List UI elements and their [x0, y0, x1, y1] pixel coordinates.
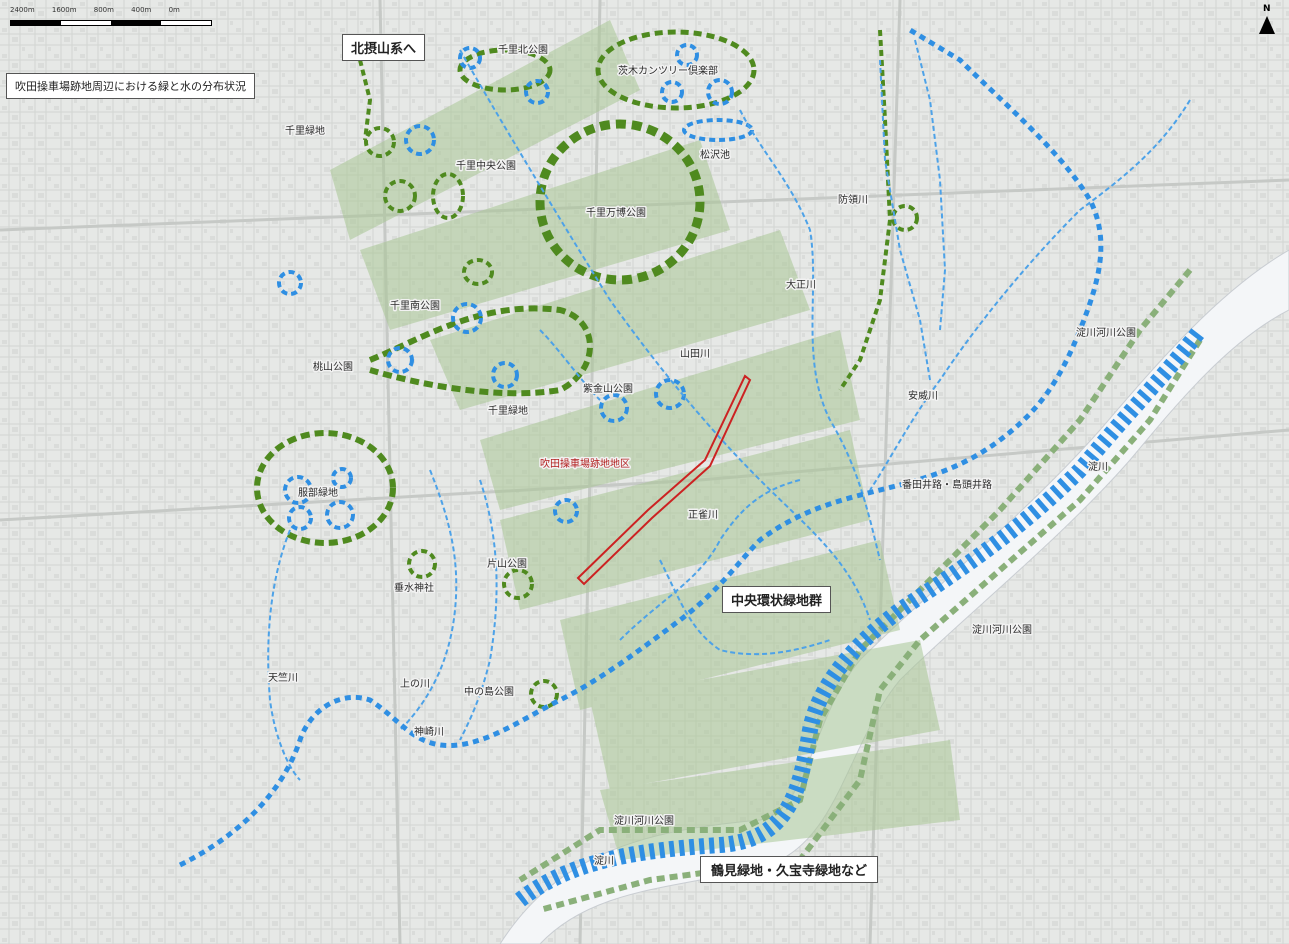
green-corridor — [838, 29, 893, 392]
stream — [879, 59, 931, 381]
green-ring — [457, 47, 553, 93]
callout-north-mountains: 北摂山系へ — [342, 34, 426, 61]
water-ring — [599, 393, 629, 423]
map-label: 服部緑地 — [298, 486, 338, 499]
stream — [739, 109, 881, 561]
streams — [267, 39, 1191, 781]
water-ring — [283, 475, 313, 505]
map-label: 天竺川 — [268, 671, 298, 684]
map-label: 中の島公園 — [464, 685, 514, 698]
map-label: 淀川河川公園 — [972, 623, 1032, 636]
stream — [619, 479, 801, 641]
water-rings — [277, 43, 754, 531]
site-outline — [576, 374, 752, 586]
water-ring — [451, 302, 483, 334]
scale-label: 0m — [168, 6, 180, 14]
map-label: 千里緑地 — [285, 124, 325, 137]
map-label: 千里南公園 — [390, 299, 440, 312]
water-ring — [553, 498, 579, 524]
map-label: 淀川河川公園 — [1076, 326, 1136, 339]
map-title: 吹田操車場跡地周辺における緑と水の分布状況 — [6, 73, 255, 99]
map-label: 千里中央公園 — [456, 159, 516, 172]
map-label: 淀川 — [594, 854, 614, 867]
scale-label: 1600m — [51, 6, 77, 14]
map-label: 垂水神社 — [394, 581, 434, 594]
water-ring — [287, 505, 313, 531]
water-ring — [706, 78, 734, 106]
water-ring — [524, 79, 550, 105]
callout-tsurumi: 鶴見緑地・久宝寺緑地など — [700, 856, 879, 883]
map-label: 神崎川 — [414, 725, 444, 738]
water-ring — [654, 378, 686, 410]
green-ring — [407, 549, 437, 579]
water-ring — [325, 500, 355, 530]
yodo-river — [515, 325, 1207, 907]
scale-label: 400m — [131, 6, 152, 14]
water-ring — [386, 346, 414, 374]
water-ring — [491, 361, 519, 389]
green-ring — [891, 204, 919, 232]
scale-label: 800m — [93, 6, 114, 14]
scale-bar — [10, 20, 212, 26]
green-belt — [430, 230, 810, 410]
stream — [459, 49, 871, 621]
green-ring — [254, 430, 396, 546]
map-label: 桃山公園 — [313, 360, 353, 373]
green-ring — [368, 305, 593, 397]
green-ring — [535, 119, 705, 285]
water-ring — [404, 124, 436, 156]
map-labels: 千里北公園 茨木カンツリー倶楽部 千里緑地 千里中央公園 松沢池 千里万博公園 … — [267, 43, 1138, 869]
map-label: 上の川 — [400, 678, 430, 690]
water-ring — [675, 43, 699, 67]
map-label: 松沢池 — [700, 148, 730, 161]
map-label: 淀川河川公園 — [614, 814, 674, 827]
water-ring — [277, 270, 303, 296]
north-arrow-icon: N — [1257, 4, 1277, 36]
map-label: 茨木カンツリー倶楽部 — [618, 64, 718, 77]
stream — [914, 39, 947, 331]
map-label: 千里北公園 — [498, 44, 548, 56]
north-triangle — [1259, 16, 1275, 34]
kanzaki-river — [178, 27, 1104, 868]
green-belt — [560, 540, 900, 710]
water-ring — [331, 467, 353, 489]
stream — [399, 469, 458, 731]
green-ring — [462, 258, 494, 286]
map-label: 片山公園 — [487, 557, 527, 570]
water-ring — [682, 118, 754, 142]
map-label: 山田川 — [680, 348, 710, 360]
stream — [267, 529, 301, 781]
stream — [539, 329, 601, 401]
map-label: 安威川 — [908, 389, 938, 402]
green-ring — [431, 172, 465, 220]
north-label: N — [1263, 4, 1271, 14]
stream — [869, 99, 1191, 491]
green-belt — [480, 330, 860, 510]
green-ring — [502, 568, 534, 600]
map-label: 紫金山公園 — [583, 382, 633, 395]
map-label: 千里緑地 — [488, 404, 528, 417]
green-ring — [383, 179, 417, 213]
scale-label: 2400m — [10, 6, 35, 14]
map-label: 正雀川 — [688, 509, 718, 521]
green-ring — [364, 126, 396, 158]
map-label: 千里万博公園 — [586, 206, 646, 219]
green-ring — [595, 29, 757, 111]
green-belt — [330, 20, 640, 240]
water-ring — [660, 80, 684, 104]
green-corridor — [518, 268, 1193, 883]
scale-labels: 2400m 1600m 800m 400m 0m — [10, 6, 195, 14]
green-rings — [254, 29, 1203, 913]
green-belt — [590, 640, 940, 790]
map-label: 防領川 — [838, 193, 868, 206]
stream — [459, 479, 498, 741]
map-label: 大正川 — [786, 278, 816, 291]
map-label: 淀川 — [1088, 460, 1108, 473]
callout-central-ring: 中央環状緑地群 — [722, 586, 832, 613]
green-corridor — [358, 59, 373, 141]
site-label: 吹田操車場跡地地区 — [540, 457, 630, 470]
map-label: 番田井路・島頭井路 — [902, 478, 992, 491]
